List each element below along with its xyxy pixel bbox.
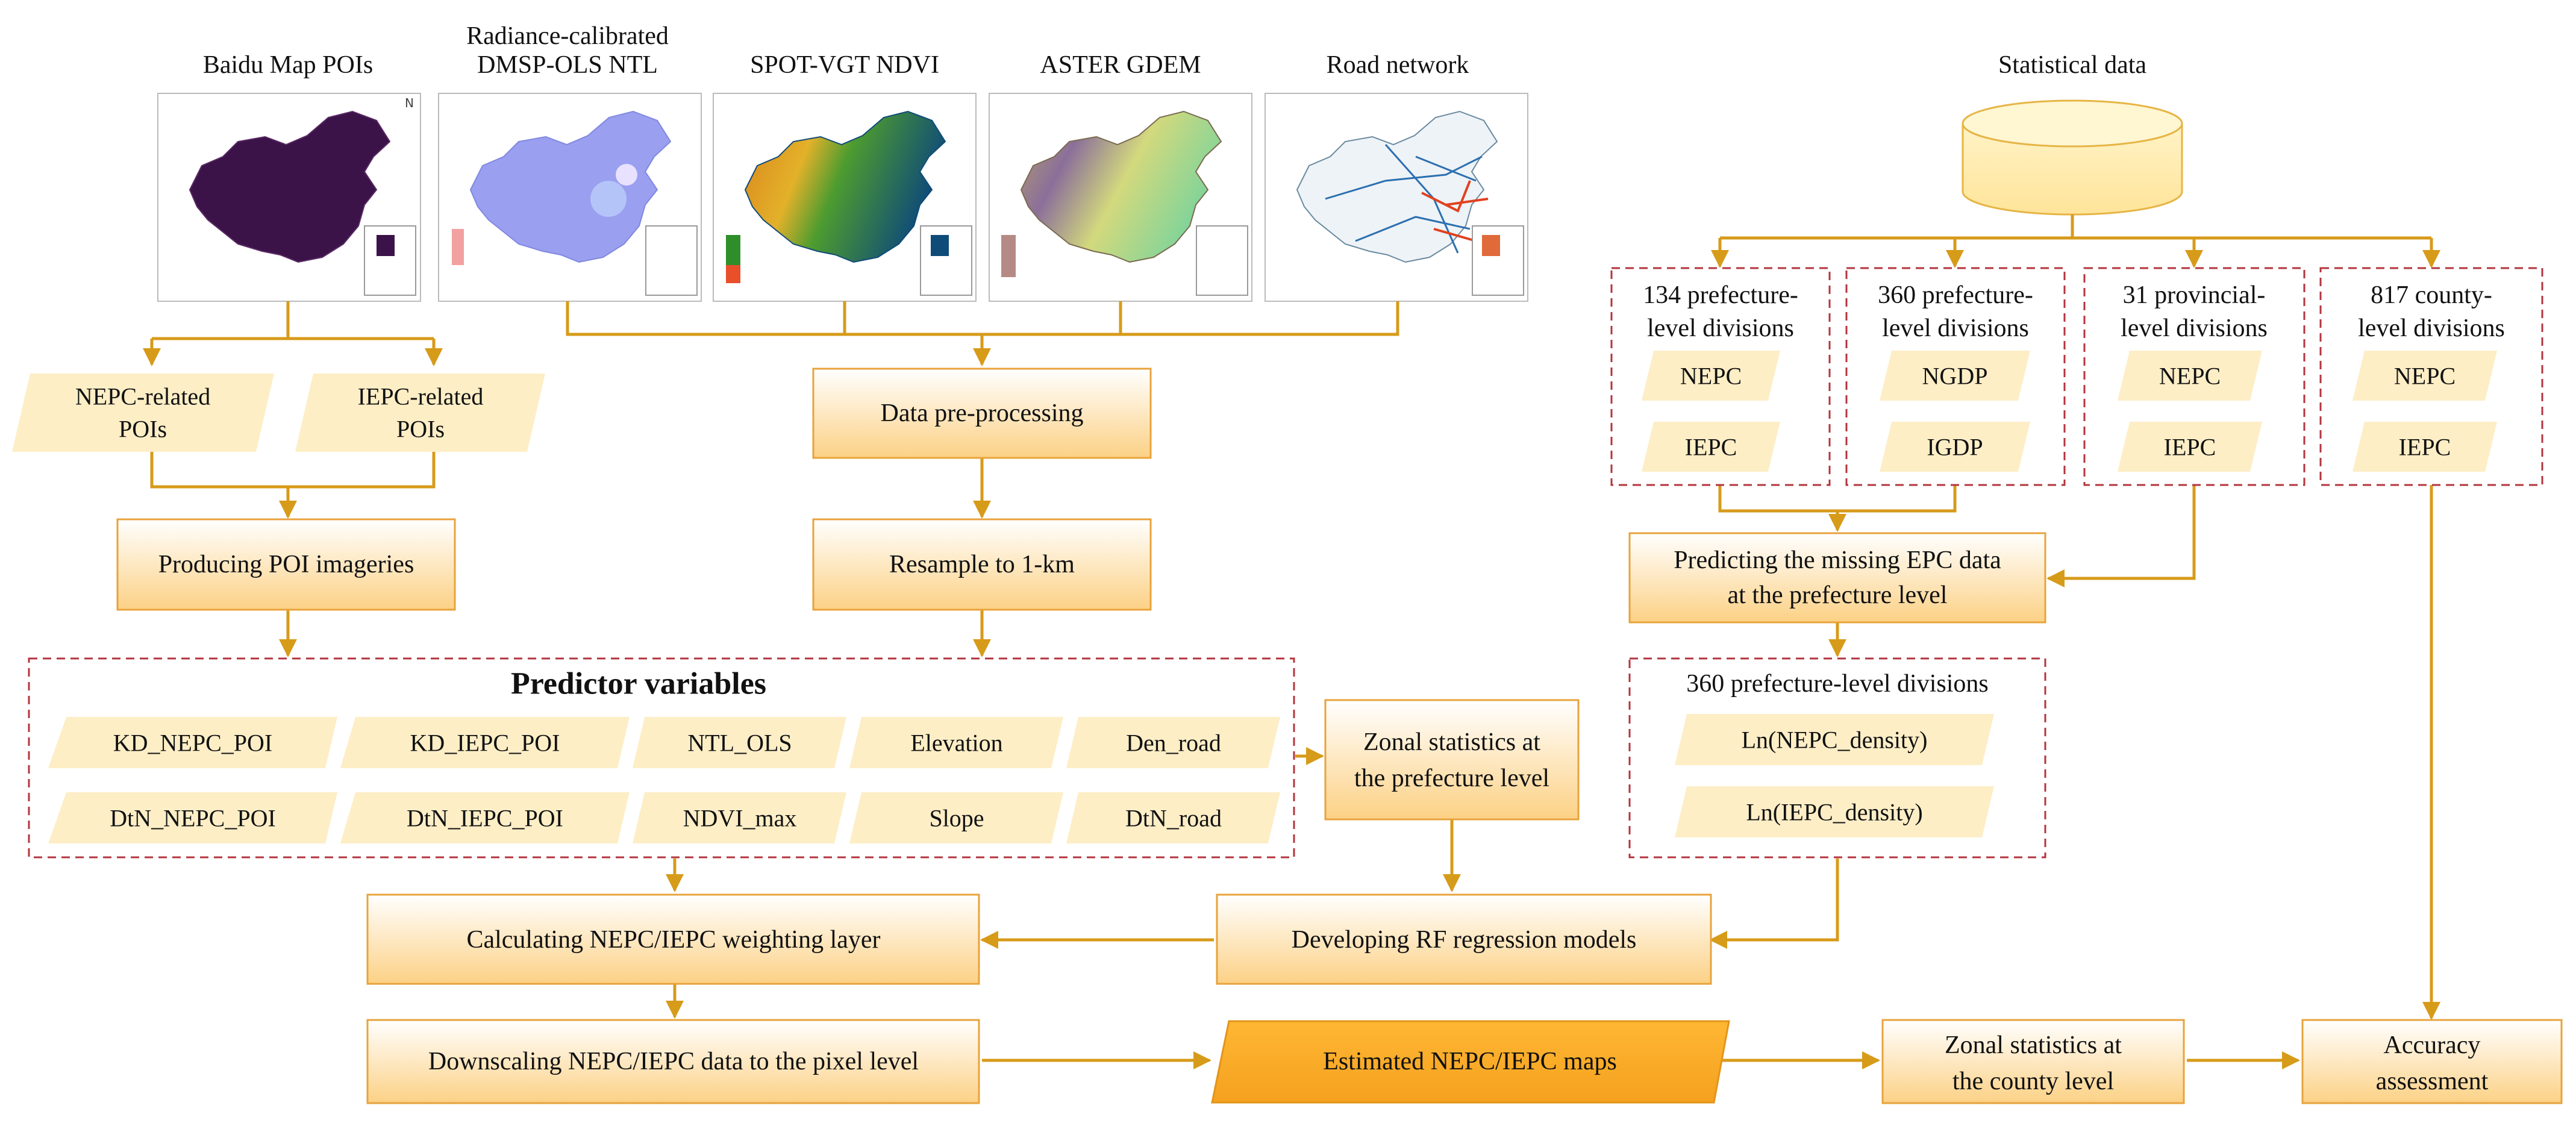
group-134-line2: level divisions	[1647, 314, 1794, 342]
accuracy-line1: Accuracy	[2384, 1031, 2481, 1059]
predicting-missing-line2: at the prefecture level	[1728, 581, 1948, 609]
svg-text:N: N	[405, 96, 414, 110]
accuracy-line2: assessment	[2376, 1068, 2489, 1095]
group-134-iepc: IEPC	[1685, 434, 1737, 461]
predictor-kd-nepc-poi: KD_NEPC_POI	[113, 730, 272, 757]
iepc-pois-line1: IEPC-related	[358, 383, 484, 410]
nepc-related-pois-box	[12, 374, 274, 452]
predictor-dtn-iepc-poi: DtN_IEPC_POI	[407, 805, 563, 832]
predictor-elevation: Elevation	[910, 730, 1002, 757]
developing-rf-models-box	[1216, 893, 1712, 985]
map-road-network	[1265, 93, 1528, 302]
group-817-nepc: NEPC	[2394, 363, 2456, 390]
map-gdem	[989, 93, 1252, 302]
predictor-kd-iepc-poi: KD_IEPC_POI	[410, 730, 560, 757]
iepc-related-pois-box	[295, 374, 545, 452]
weighting-layer-label: Calculating NEPC/IEPC weighting layer	[466, 926, 880, 954]
data-preprocessing-label: Data pre-processing	[880, 399, 1083, 427]
zonal-county-line2: the county level	[1952, 1068, 2114, 1095]
downscaling-box	[366, 1019, 980, 1104]
resample-box	[812, 518, 1152, 611]
predictor-den-road: Den_road	[1126, 730, 1221, 757]
predicting-missing-epc-box	[1628, 532, 2046, 624]
group-817-county	[2319, 267, 2543, 486]
group-817-iepc: IEPC	[2399, 434, 2451, 461]
group-360-prefecture	[1845, 267, 2066, 486]
zonal-statistics-prefecture-box	[1324, 699, 1580, 821]
predictor-variables-title: Predictor variables	[511, 667, 766, 701]
group-360-ngdp: NGDP	[1922, 363, 1988, 390]
predictor-ndvi-max: NDVI_max	[683, 805, 797, 832]
zonal-county-line1: Zonal statistics at	[1945, 1031, 2122, 1059]
group-817-line1: 817 county-	[2371, 281, 2492, 309]
downscaling-label: Downscaling NEPC/IEPC data to the pixel …	[428, 1048, 919, 1075]
predictor-row-2: DtN_NEPC_POI DtN_IEPC_POI NDVI_max Slope…	[48, 792, 1280, 843]
map-ndvi	[713, 93, 977, 302]
connector-lines	[143, 214, 2440, 1069]
predictor-variables-container	[28, 657, 1295, 859]
estimated-maps-box	[1211, 1020, 1730, 1104]
group-360-igdp: IGDP	[1927, 434, 1983, 461]
predictor-row-1: KD_NEPC_POI KD_IEPC_POI NTL_OLS Elevatio…	[48, 717, 1280, 768]
map-baidu-pois: N	[157, 93, 421, 302]
zonal-pref-line1: Zonal statistics at	[1363, 728, 1540, 756]
weighting-layer-box	[366, 893, 980, 985]
divisions-360-title: 360 prefecture-level divisions	[1686, 670, 1989, 698]
accuracy-assessment-box	[2301, 1019, 2563, 1104]
zonal-statistics-county-box	[1881, 1019, 2185, 1104]
predictor-dtn-nepc-poi: DtN_NEPC_POI	[110, 805, 276, 832]
estimated-maps-label: Estimated NEPC/IEPC maps	[1323, 1048, 1617, 1075]
database-cylinder-icon	[1962, 99, 2183, 216]
predicting-missing-line1: Predicting the missing EPC data	[1674, 546, 2001, 574]
nepc-pois-line1: NEPC-related	[75, 383, 210, 410]
group-31-iepc: IEPC	[2164, 434, 2216, 461]
title-statistical-data: Statistical data	[1998, 51, 2146, 79]
group-134-nepc: NEPC	[1680, 363, 1742, 390]
group-360-line2: level divisions	[1882, 314, 2029, 342]
ln-iepc-density: Ln(IEPC_density)	[1746, 799, 1922, 826]
zonal-pref-line2: the prefecture level	[1354, 765, 1549, 792]
title-gdem: ASTER GDEM	[1040, 51, 1201, 79]
group-31-line2: level divisions	[2121, 314, 2268, 342]
title-road-network: Road network	[1327, 51, 1469, 79]
divisions-360-container	[1628, 657, 2046, 859]
group-817-line2: level divisions	[2358, 314, 2505, 342]
group-31-nepc: NEPC	[2159, 363, 2221, 390]
predictor-ntl-ols: NTL_OLS	[687, 730, 792, 757]
developing-rf-models-label: Developing RF regression models	[1292, 926, 1637, 954]
predictor-slope: Slope	[929, 805, 984, 832]
map-ntl	[438, 93, 702, 302]
group-134-line1: 134 prefecture-	[1643, 281, 1798, 309]
iepc-pois-line2: POIs	[396, 416, 445, 443]
ln-nepc-density: Ln(NEPC_density)	[1742, 727, 1928, 754]
group-31-line1: 31 provincial-	[2123, 281, 2266, 309]
title-ntl-line1: Radiance-calibrated	[466, 22, 669, 50]
data-preprocessing-box	[812, 368, 1152, 459]
title-ndvi: SPOT-VGT NDVI	[750, 51, 939, 79]
title-baidu-map-pois: Baidu Map POIs	[203, 51, 373, 79]
producing-poi-imageries-box	[116, 518, 456, 611]
resample-label: Resample to 1-km	[889, 551, 1075, 578]
producing-poi-imageries-label: Producing POI imageries	[158, 551, 414, 578]
group-31-provincial	[2083, 267, 2306, 486]
nepc-pois-line2: POIs	[119, 416, 167, 443]
group-360-line1: 360 prefecture-	[1878, 281, 2033, 309]
predictor-dtn-road: DtN_road	[1125, 805, 1222, 832]
title-ntl-line2: DMSP-OLS NTL	[477, 51, 658, 79]
group-134-prefecture	[1610, 267, 1831, 486]
